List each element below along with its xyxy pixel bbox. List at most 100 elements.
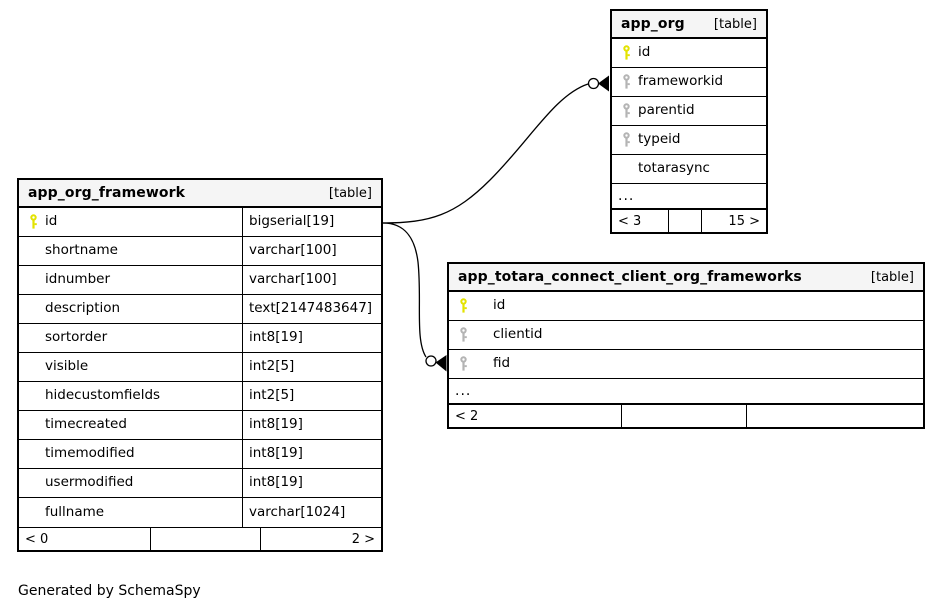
foreign-key-icon: [618, 132, 634, 148]
more-columns-indicator: ...: [449, 379, 923, 404]
column-label: clientid: [493, 326, 543, 343]
column-label: id: [493, 297, 506, 314]
table-row[interactable]: fid: [449, 350, 923, 379]
column-name-cell: fid: [449, 350, 923, 378]
table-kind-tag: [table]: [328, 185, 372, 201]
table-row[interactable]: visible int2[5]: [19, 353, 381, 382]
table-row[interactable]: sortorder int8[19]: [19, 324, 381, 353]
column-label: hidecustomfields: [45, 387, 161, 404]
table-row[interactable]: id bigserial[19]: [19, 208, 381, 237]
column-type: bigserial[19]: [242, 208, 381, 236]
column-name-cell: typeid: [612, 126, 766, 154]
column-label: idnumber: [45, 271, 111, 288]
table-row[interactable]: frameworkid: [612, 68, 766, 97]
column-type: int8[19]: [242, 411, 381, 439]
footer-child-count[interactable]: [746, 405, 923, 427]
table-footer: < 0 2 >: [19, 527, 381, 550]
primary-key-icon: [455, 298, 471, 314]
more-columns-indicator: ...: [612, 184, 766, 209]
column-type: varchar[100]: [242, 237, 381, 265]
table-app-totara-connect-client-org-frameworks[interactable]: app_totara_connect_client_org_frameworks…: [447, 262, 925, 429]
column-name-cell: parentid: [612, 97, 766, 125]
edge-zero-marker: [587, 77, 600, 90]
table-row[interactable]: typeid: [612, 126, 766, 155]
foreign-key-icon: [455, 327, 471, 343]
table-app-org-framework[interactable]: app_org_framework [table] id big: [17, 178, 383, 552]
column-type: int8[19]: [242, 324, 381, 352]
table-header: app_org [table]: [612, 11, 766, 39]
column-name-cell: id: [449, 292, 923, 320]
table-row[interactable]: totarasync: [612, 155, 766, 184]
primary-key-icon: [618, 45, 634, 61]
relationship-app-org-framework-to-app-org: [382, 75, 609, 224]
column-label: shortname: [45, 242, 118, 259]
column-name-cell: description: [19, 295, 242, 323]
foreign-key-icon: [455, 356, 471, 372]
column-name-cell: idnumber: [19, 266, 242, 294]
column-label: fullname: [45, 503, 105, 520]
column-name-cell: shortname: [19, 237, 242, 265]
edge-crowsfoot-marker: [435, 355, 447, 372]
column-name-cell: totarasync: [612, 155, 766, 183]
footer-middle: [668, 210, 701, 232]
generated-by-caption: Generated by SchemaSpy: [18, 583, 201, 599]
column-label: fid: [493, 355, 511, 372]
column-name-cell: hidecustomfields: [19, 382, 242, 410]
table-columns: id frameworkid: [612, 39, 766, 209]
table-row[interactable]: id: [612, 39, 766, 68]
edge-crowsfoot-marker: [598, 75, 609, 92]
column-label: usermodified: [45, 474, 134, 491]
column-name-cell: timemodified: [19, 440, 242, 468]
table-row[interactable]: parentid: [612, 97, 766, 126]
table-title: app_org_framework: [28, 185, 186, 201]
column-label: typeid: [638, 131, 681, 148]
column-type: varchar[1024]: [242, 498, 381, 527]
relationship-app-org-framework-to-app-totara: [382, 222, 447, 372]
column-label: sortorder: [45, 329, 108, 346]
table-row[interactable]: idnumber varchar[100]: [19, 266, 381, 295]
column-name-cell: sortorder: [19, 324, 242, 352]
footer-parent-count[interactable]: < 2: [455, 408, 479, 424]
column-name-cell: timecreated: [19, 411, 242, 439]
foreign-key-icon: [618, 103, 634, 119]
column-type: int8[19]: [242, 440, 381, 468]
footer-middle: [150, 528, 260, 550]
table-row[interactable]: shortname varchar[100]: [19, 237, 381, 266]
column-label: timemodified: [45, 445, 135, 462]
table-app-org[interactable]: app_org [table] id: [610, 9, 768, 234]
column-name-cell: visible: [19, 353, 242, 381]
table-header: app_totara_connect_client_org_frameworks…: [449, 264, 923, 292]
table-columns: id bigserial[19] shortname varchar[100] …: [19, 208, 381, 527]
table-row[interactable]: hidecustomfields int2[5]: [19, 382, 381, 411]
column-type: int8[19]: [242, 469, 381, 497]
footer-middle: [621, 405, 746, 427]
footer-child-count[interactable]: 2 >: [260, 528, 381, 550]
table-row[interactable]: timemodified int8[19]: [19, 440, 381, 469]
column-type: varchar[100]: [242, 266, 381, 294]
edge-zero-marker: [425, 355, 437, 367]
table-kind-tag: [table]: [870, 269, 914, 285]
column-name-cell: clientid: [449, 321, 923, 349]
column-type: int2[5]: [242, 353, 381, 381]
table-row[interactable]: description text[2147483647]: [19, 295, 381, 324]
column-type: int2[5]: [242, 382, 381, 410]
column-type: text[2147483647]: [242, 295, 381, 323]
footer-parent-count[interactable]: < 0: [25, 531, 49, 547]
table-footer: < 2: [449, 404, 923, 427]
table-row[interactable]: fullname varchar[1024]: [19, 498, 381, 527]
table-row[interactable]: timecreated int8[19]: [19, 411, 381, 440]
table-row[interactable]: clientid: [449, 321, 923, 350]
table-row[interactable]: id: [449, 292, 923, 321]
table-title: app_totara_connect_client_org_frameworks: [458, 269, 802, 285]
footer-child-count[interactable]: 15 >: [701, 210, 766, 232]
column-name-cell: frameworkid: [612, 68, 766, 96]
table-title: app_org: [621, 16, 685, 32]
column-label: id: [45, 213, 58, 230]
table-row[interactable]: usermodified int8[19]: [19, 469, 381, 498]
table-footer: < 3 15 >: [612, 209, 766, 232]
footer-parent-count[interactable]: < 3: [618, 213, 642, 229]
column-label: description: [45, 300, 121, 317]
table-columns: id clientid: [449, 292, 923, 404]
column-name-cell: id: [612, 39, 766, 67]
column-label: timecreated: [45, 416, 127, 433]
